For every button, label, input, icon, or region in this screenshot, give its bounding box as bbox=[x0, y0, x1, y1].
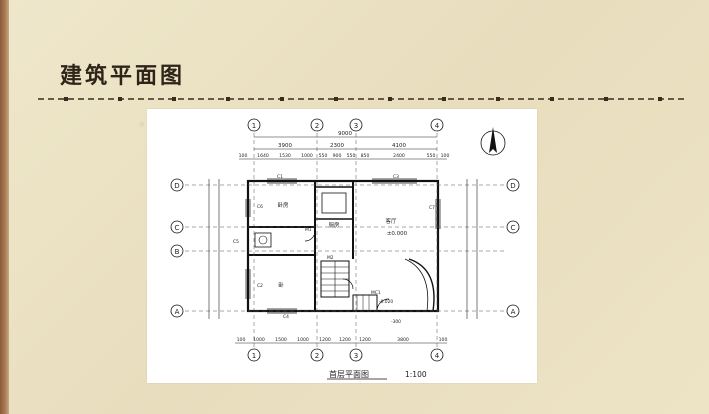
floor-elevation: ±0.000 bbox=[387, 231, 408, 237]
axis-top-1: 1 bbox=[252, 122, 256, 130]
tag-c3: C3 bbox=[393, 174, 399, 180]
dim-bottom-4: 1000 bbox=[297, 337, 309, 343]
dim-detail-5: 550 bbox=[319, 153, 328, 159]
tag-c5: C5 bbox=[233, 239, 239, 245]
floor-plan-drawing: 1 2 3 4 1 2 3 4 D C B A D C A 9000 3900 … bbox=[170, 118, 520, 380]
axis-left-c: C bbox=[175, 224, 180, 232]
slide-left-border bbox=[0, 0, 9, 414]
tag-c7: C7 bbox=[429, 205, 435, 211]
dim-detail-2: 1640 bbox=[257, 153, 269, 159]
axis-left-d: D bbox=[174, 182, 179, 190]
tag-m1: M1 bbox=[305, 227, 312, 233]
axis-left-a: A bbox=[175, 308, 180, 316]
axis-bottom-3: 3 bbox=[354, 352, 358, 360]
dim-bottom-3: 1500 bbox=[275, 337, 287, 343]
plan-scale: 1:100 bbox=[405, 370, 427, 379]
dim-detail-6: 900 bbox=[333, 153, 342, 159]
dim-mid-2: 2300 bbox=[330, 143, 344, 149]
dim-bottom-9: 100 bbox=[439, 337, 448, 343]
tag-c6: C6 bbox=[257, 204, 263, 210]
room-bedroom-2: 卧 bbox=[278, 281, 284, 289]
dim-bottom-8: 3800 bbox=[397, 337, 409, 343]
tag-c4: C4 bbox=[283, 314, 289, 320]
axis-top-4: 4 bbox=[435, 122, 440, 130]
axis-left-b: B bbox=[175, 248, 180, 256]
axis-right-a: A bbox=[511, 308, 516, 316]
axis-top-3: 3 bbox=[354, 122, 358, 130]
room-kitchen: 厨房 bbox=[328, 221, 340, 229]
floor-plan-card: 1 2 3 4 1 2 3 4 D C B A D C A 9000 3900 … bbox=[147, 109, 537, 383]
tag-m2: M2 bbox=[327, 255, 334, 261]
dim-detail-3: 1530 bbox=[279, 153, 291, 159]
dim-detail-10: 550 bbox=[427, 153, 436, 159]
dim-detail-7: 550 bbox=[347, 153, 356, 159]
north-arrow-icon bbox=[480, 127, 506, 156]
axis-right-c: C bbox=[511, 224, 516, 232]
slide-title: 建筑平面图 bbox=[60, 64, 186, 89]
dim-bottom-6: 1200 bbox=[339, 337, 351, 343]
dim-detail-8: 850 bbox=[361, 153, 370, 159]
axis-bottom-2: 2 bbox=[315, 352, 319, 360]
axis-right-d: D bbox=[510, 182, 515, 190]
dim-bottom-7: 1200 bbox=[359, 337, 371, 343]
outer-wall bbox=[246, 179, 440, 313]
dim-bottom-5: 1200 bbox=[319, 337, 331, 343]
axis-bottom-4: 4 bbox=[435, 352, 440, 360]
tag-c2: C2 bbox=[257, 283, 263, 289]
dim-detail-1: 100 bbox=[239, 153, 248, 159]
tag-c1: C1 bbox=[277, 174, 283, 180]
dim-bottom-1: 100 bbox=[237, 337, 246, 343]
dim-overall: 9000 bbox=[338, 131, 352, 137]
dotted-divider bbox=[38, 97, 688, 101]
room-living: 客厅 bbox=[385, 217, 397, 225]
step-elevation: -0.020 bbox=[379, 299, 393, 305]
porch-dim: -300 bbox=[391, 319, 401, 325]
room-bedroom: 卧房 bbox=[277, 201, 289, 209]
dim-mid-3: 4100 bbox=[392, 143, 406, 149]
axis-bottom-1: 1 bbox=[252, 352, 256, 360]
dim-detail-4: 1000 bbox=[301, 153, 313, 159]
axis-top-2: 2 bbox=[315, 122, 319, 130]
dim-detail-9: 2400 bbox=[393, 153, 405, 159]
dim-mid-1: 3900 bbox=[278, 143, 292, 149]
plan-caption: 首层平面图 bbox=[329, 369, 369, 379]
tag-mc1: MC1 bbox=[371, 290, 381, 296]
dim-detail-11: 100 bbox=[441, 153, 450, 159]
dim-bottom-2: 1000 bbox=[253, 337, 265, 343]
